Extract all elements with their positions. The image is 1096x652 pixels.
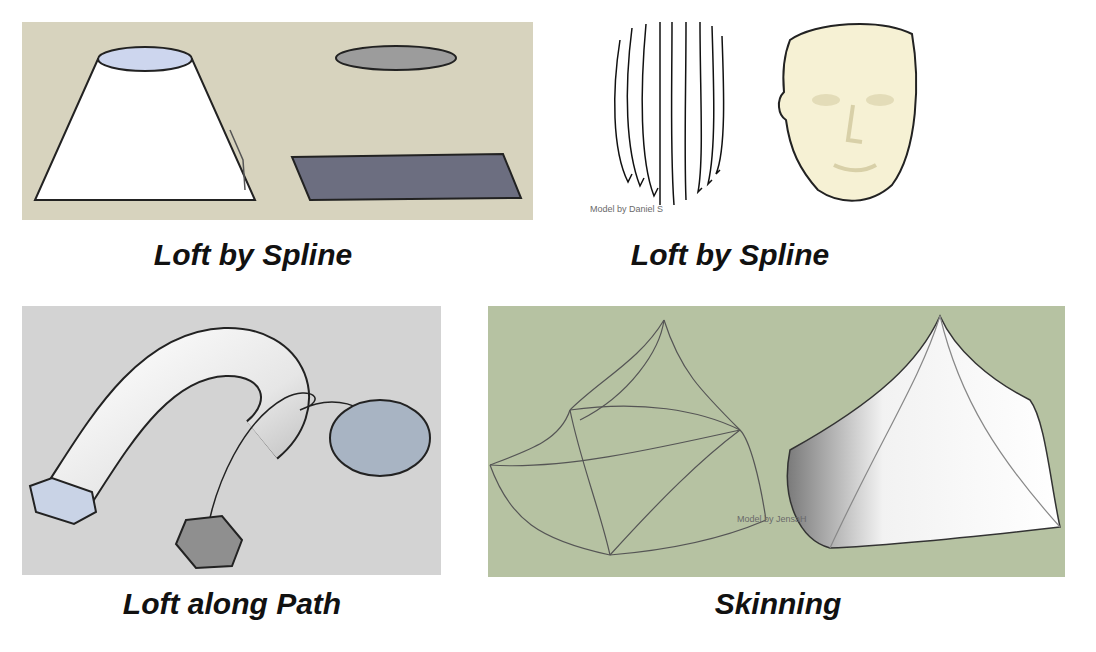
drawing-part bbox=[716, 36, 724, 174]
drawing-part bbox=[570, 406, 740, 430]
watermark: Model by JensaH bbox=[737, 514, 807, 524]
drawing-part bbox=[580, 320, 664, 420]
drawing-part bbox=[30, 478, 96, 524]
drawing-part bbox=[684, 22, 686, 200]
drawing-part bbox=[490, 465, 610, 555]
drawing-part bbox=[698, 22, 702, 192]
drawing-part bbox=[336, 46, 456, 70]
caption: Loft along Path bbox=[123, 587, 341, 621]
drawing-part bbox=[779, 24, 916, 201]
drawing-part bbox=[176, 516, 242, 568]
drawing-part bbox=[490, 430, 740, 466]
drawing-part bbox=[708, 26, 714, 184]
caption: Loft by Spline bbox=[631, 238, 829, 272]
drawing-part bbox=[664, 320, 740, 430]
drawing-part bbox=[570, 410, 610, 555]
drawing-part bbox=[330, 400, 430, 476]
skinning-panel bbox=[488, 306, 1065, 577]
drawing-part bbox=[642, 24, 658, 196]
face-surface bbox=[779, 24, 916, 201]
drawing-part bbox=[230, 130, 245, 190]
drawing-part bbox=[292, 154, 521, 200]
drawing-part bbox=[610, 430, 740, 555]
drawing-part bbox=[615, 40, 632, 182]
drawing-part bbox=[848, 105, 862, 142]
drawing-part bbox=[940, 316, 1060, 527]
face-panel bbox=[615, 22, 724, 205]
drawing-part bbox=[866, 94, 894, 106]
caption: Skinning bbox=[715, 587, 842, 621]
loft-path-panel bbox=[22, 306, 441, 575]
drawing-part bbox=[35, 59, 255, 200]
drawing-part bbox=[830, 316, 940, 548]
drawing-part bbox=[488, 306, 1065, 577]
drawing-part bbox=[22, 22, 533, 220]
caption: Loft by Spline bbox=[154, 238, 352, 272]
drawing-part bbox=[659, 22, 661, 205]
drawing-part bbox=[98, 47, 192, 71]
drawing-part bbox=[787, 316, 1060, 548]
loft-spline-panel bbox=[22, 22, 533, 220]
drawing-part bbox=[740, 430, 766, 520]
drawing-part bbox=[672, 22, 675, 205]
drawing-part bbox=[834, 165, 876, 170]
drawing-part bbox=[490, 320, 766, 555]
drawing-part bbox=[490, 410, 570, 465]
watermark: Model by Daniel S bbox=[590, 204, 663, 214]
drawing-part bbox=[812, 94, 840, 106]
drawing-part bbox=[570, 320, 664, 410]
drawing-part bbox=[22, 306, 441, 575]
drawing-part bbox=[610, 520, 766, 555]
